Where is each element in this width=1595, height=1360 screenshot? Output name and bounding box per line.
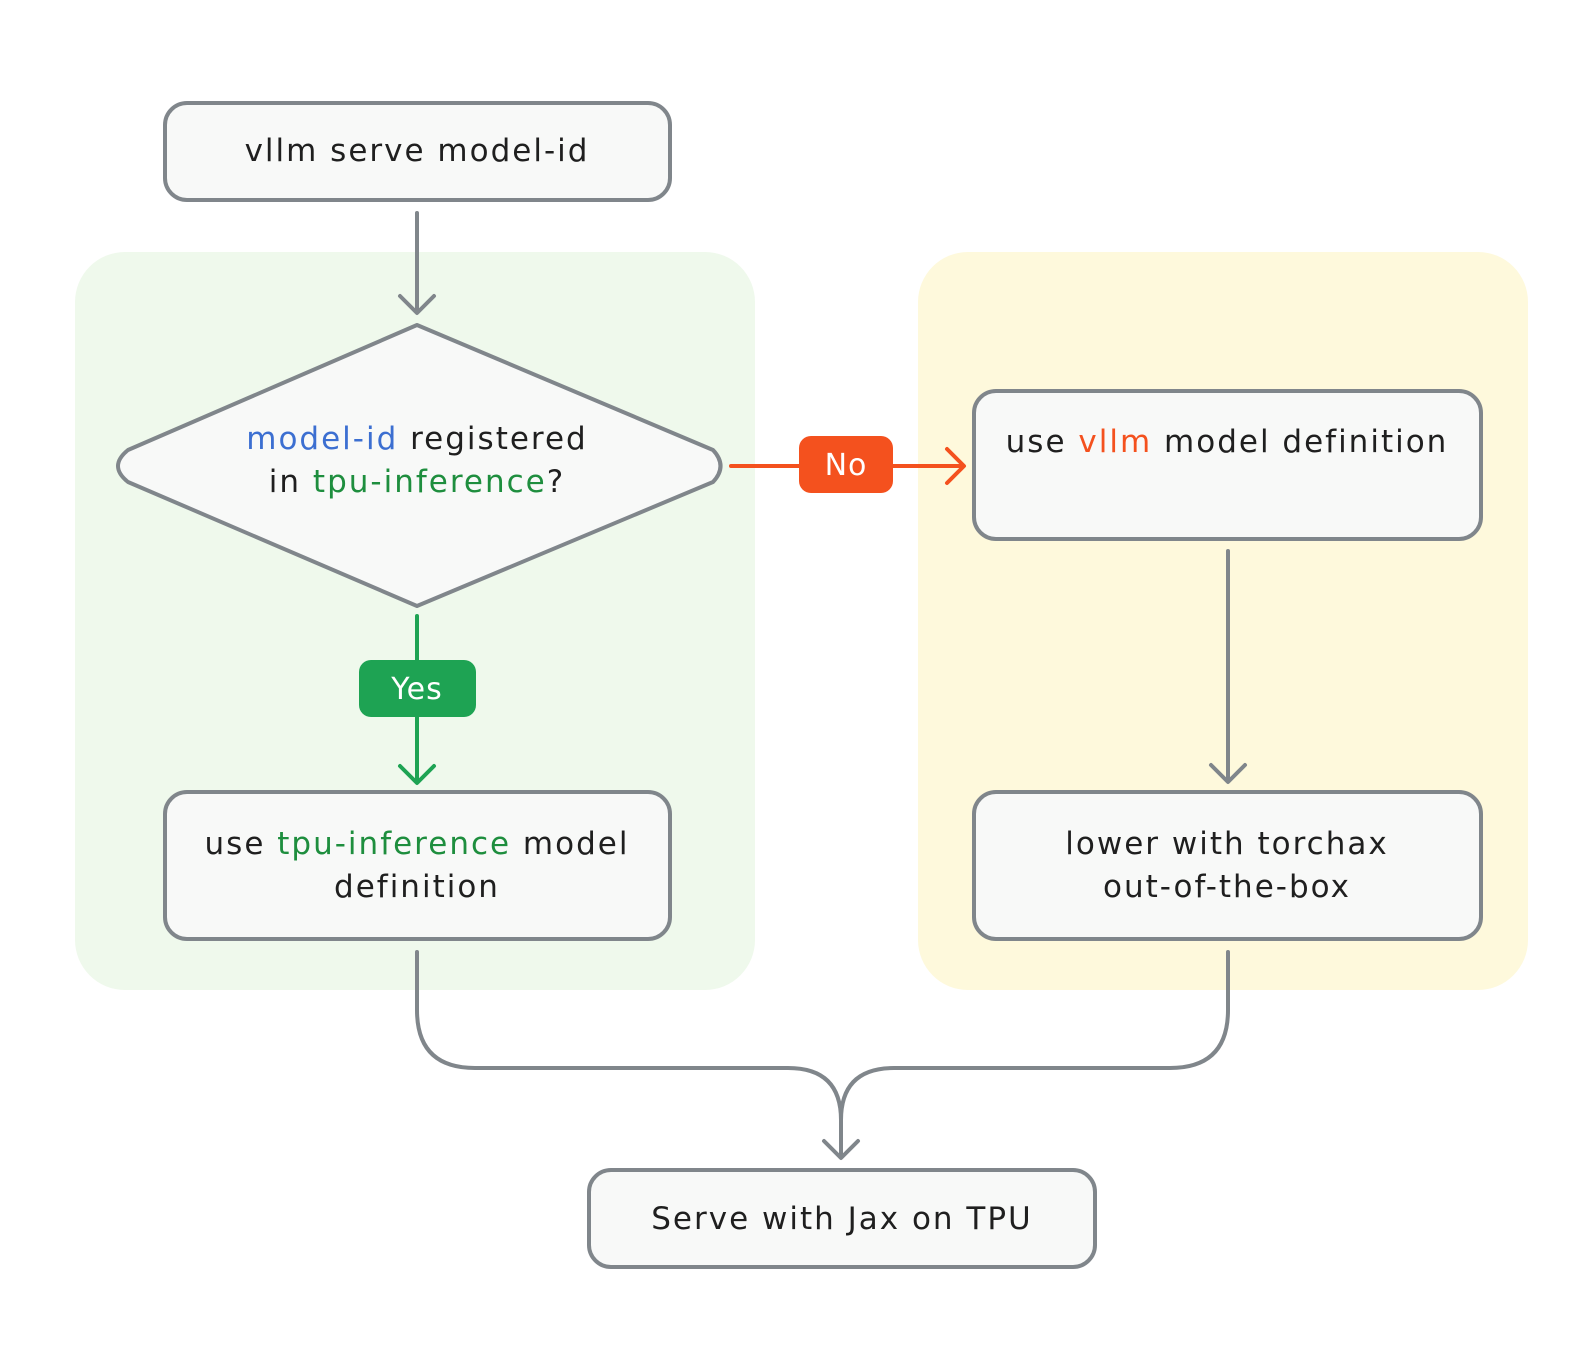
torchax-line-2: out-of-the-box [1103, 869, 1351, 905]
no-box-line-1: use vllm model definition [1006, 424, 1449, 460]
node-torchax: lower with torchax out-of-the-box [972, 790, 1483, 941]
node-tpu-inference-definition: use tpu-inference model definition [163, 790, 672, 941]
node-end-label: Serve with Jax on TPU [651, 1201, 1033, 1237]
node-end: Serve with Jax on TPU [587, 1168, 1097, 1269]
decision-in: in [269, 464, 313, 500]
node-start: vllm serve model-id [163, 101, 672, 202]
merge-connector-left [415, 950, 843, 1122]
decision-line-2: in tpu-inference? [269, 464, 565, 500]
decision-tpu-inference: tpu-inference [313, 464, 547, 500]
arrow-vllm-to-torchax [1209, 549, 1247, 784]
torchax-line-1: lower with torchax [1065, 826, 1388, 862]
no-box-vllm: vllm [1078, 424, 1152, 460]
yes-box-use: use [205, 826, 278, 862]
merge-arrowhead [822, 1118, 860, 1160]
yes-box-line-1: use tpu-inference model [205, 826, 630, 862]
yes-badge: Yes [359, 660, 476, 717]
no-box-model-definition: model definition [1152, 424, 1448, 460]
decision-line-1: model-id registered [246, 421, 588, 457]
arrow-start-to-decision [398, 211, 436, 315]
yes-box-model: model [511, 826, 629, 862]
merge-connector-right [839, 950, 1230, 1122]
decision-registered: registered [398, 421, 587, 457]
node-vllm-definition: use vllm model definition [972, 389, 1483, 541]
node-decision: model-id registered in tpu-inference? [116, 323, 723, 608]
node-start-label: vllm serve model-id [245, 133, 590, 169]
no-label: No [825, 448, 868, 483]
yes-box-tpu-inference: tpu-inference [277, 826, 511, 862]
no-box-use: use [1006, 424, 1079, 460]
yes-box-line-2: definition [334, 869, 500, 905]
decision-question-mark: ? [547, 464, 565, 500]
decision-model-id: model-id [246, 421, 398, 457]
no-badge: No [799, 436, 893, 493]
yes-label: Yes [390, 672, 442, 707]
